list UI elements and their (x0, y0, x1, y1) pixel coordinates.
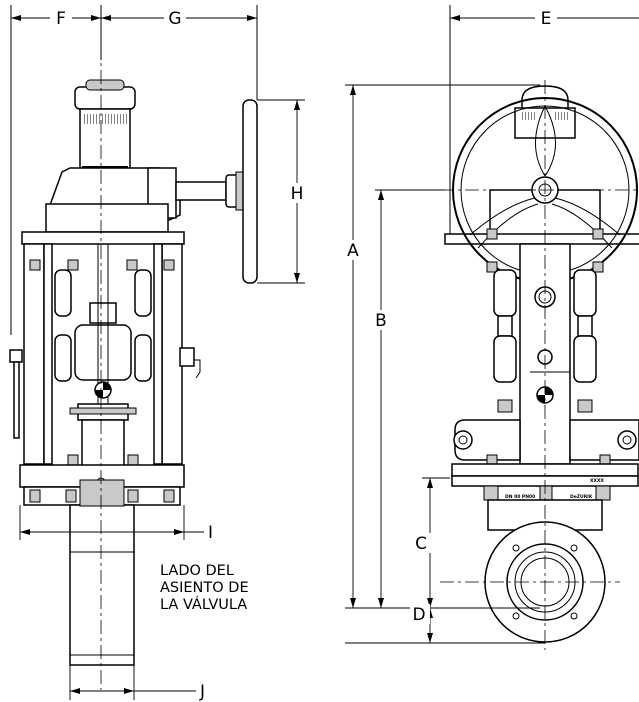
note-line-3: LA VÁLVULA (160, 596, 247, 613)
dim-label-f: F (56, 9, 66, 29)
plate-right-top: DeZURIK (570, 494, 593, 500)
dim-label-b: B (375, 311, 387, 331)
note-line-2: ASIENTO DE (160, 580, 249, 596)
dim-label-e: E (541, 9, 552, 29)
seat-side-note: LADO DEL ASIENTO DE LA VÁLVULA (160, 563, 249, 613)
dim-label-i: I (208, 523, 213, 543)
dim-label-g: G (168, 9, 181, 29)
dimension-d: D (345, 604, 545, 644)
dim-label-j: J (199, 682, 205, 702)
front-view: DN 00 PN00 0 CL000 DeZURIK SEAT XXXX (440, 5, 639, 650)
dimension-h: H (257, 99, 308, 284)
dimension-c: C (412, 477, 450, 608)
note-line-1: LADO DEL (160, 563, 234, 579)
dimension-b: B (371, 189, 445, 608)
plate-left-top: DN 00 PN00 (505, 494, 535, 500)
dimension-e: E (450, 8, 639, 29)
dimension-i: I (19, 505, 213, 543)
dim-label-a: A (347, 241, 359, 261)
plate-top: XXXX (590, 478, 604, 484)
dim-label-h: H (291, 184, 304, 204)
dimension-g: G (101, 8, 257, 29)
dimension-a: A (343, 84, 540, 609)
dimension-f: F (11, 8, 101, 29)
dim-label-c: C (415, 534, 427, 554)
dimension-j: J (69, 665, 205, 702)
dim-label-d: D (412, 605, 425, 625)
